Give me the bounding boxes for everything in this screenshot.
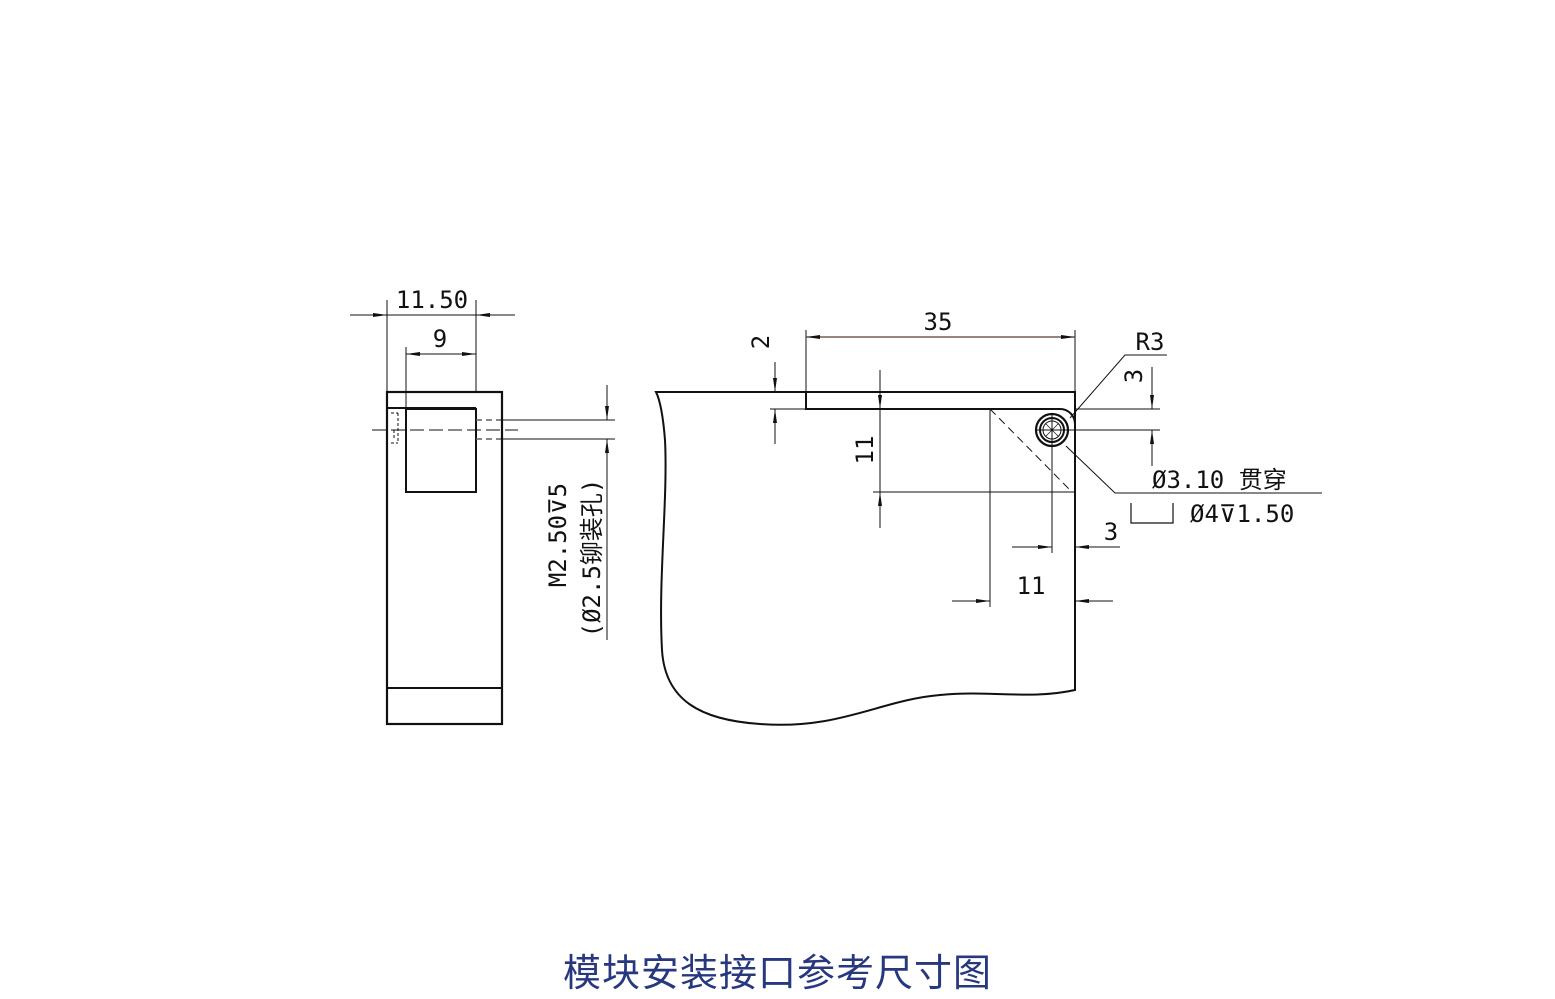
hole-callout: Ø3.10 贯穿 (1152, 466, 1287, 494)
counterbore-symbol (1130, 503, 1174, 524)
radius-leader (1069, 354, 1167, 419)
hole-note-thread: M2.50⊽5 (544, 483, 572, 587)
top-view (654, 330, 1322, 726)
side-pocket (405, 408, 477, 493)
dim-horizontal: 11 (1017, 572, 1046, 600)
step-edge (805, 392, 1076, 425)
dim-hole-horizontal: 3 (1104, 518, 1118, 546)
dim-radius: R3 (1136, 328, 1165, 356)
figure-caption: 模块安装接口参考尺寸图 (562, 951, 992, 995)
hole-leader (1065, 445, 1322, 494)
dim-vertical: 11 (851, 436, 879, 465)
dim-hole-vertical: 3 (1120, 369, 1148, 383)
dim-width-pocket: 9 (433, 325, 447, 353)
side-view (350, 300, 615, 726)
hole-note-rivet: (Ø2.5铆装孔) (578, 479, 606, 638)
dim-width-total: 11.50 (396, 286, 468, 314)
counterbore-callout: Ø4⊽1.50 (1190, 500, 1294, 528)
side-outline (385, 390, 504, 726)
part-outline (654, 391, 1076, 726)
dim-length: 35 (924, 308, 953, 336)
dim-step: 2 (747, 335, 775, 349)
